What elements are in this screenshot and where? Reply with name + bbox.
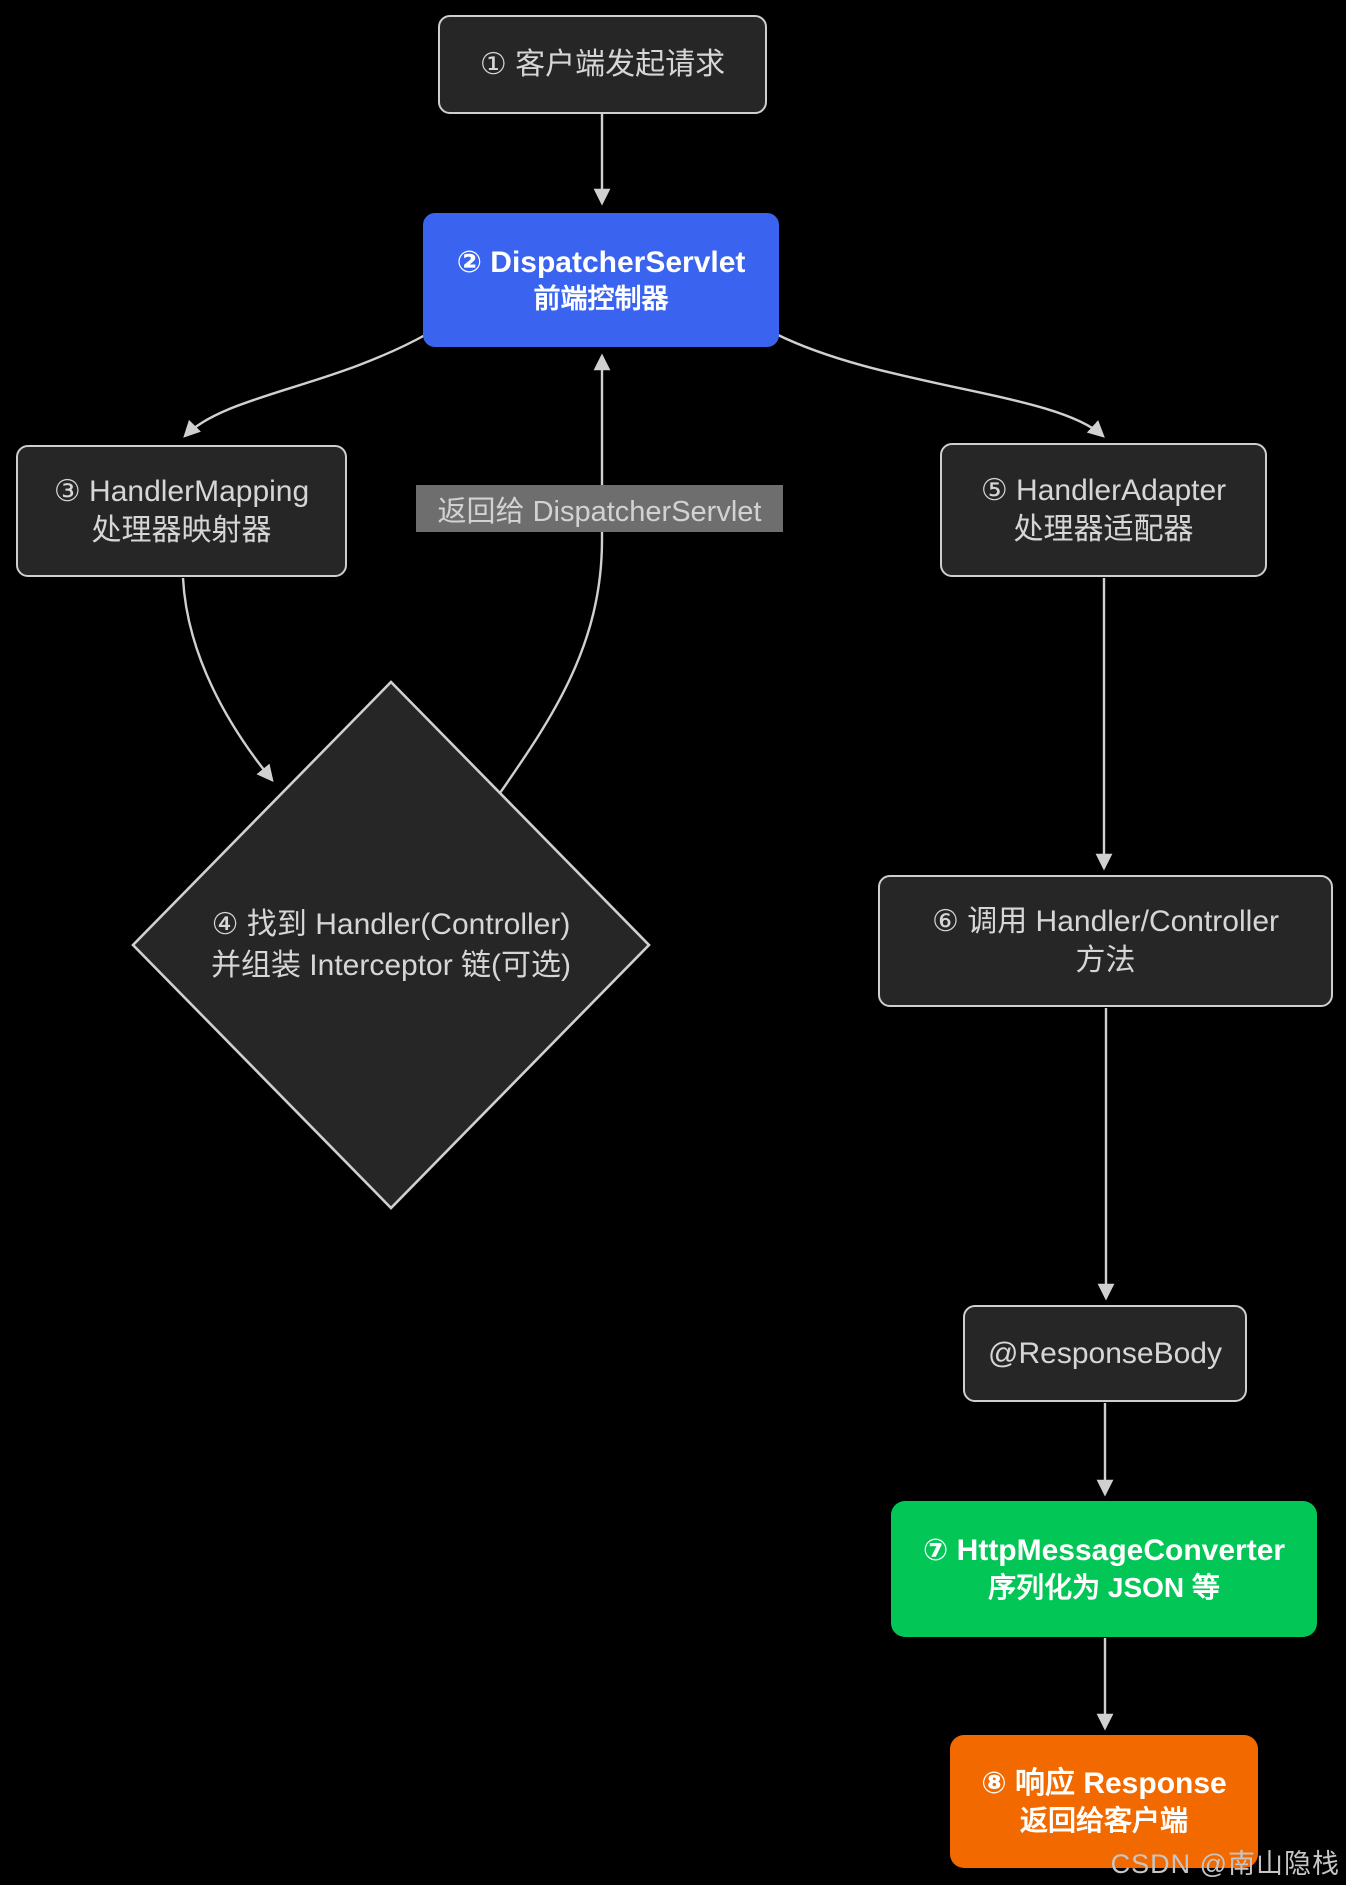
- node-dispatcher-servlet: ② DispatcherServlet 前端控制器: [423, 213, 779, 347]
- node-response-to-client-subtitle: 返回给客户端: [1019, 1804, 1188, 1836]
- node-handler-mapping-title: ③ HandlerMapping: [53, 475, 310, 508]
- node-handler-adapter-subtitle: 处理器适配器: [1013, 513, 1194, 546]
- node-dispatcher-servlet-title: ② DispatcherServlet: [456, 245, 746, 279]
- node-response-to-client-title: ⑧ 响应 Response: [981, 1766, 1227, 1800]
- node-find-handler-subtitle: 并组装 Interceptor 链(可选): [210, 949, 572, 982]
- node-handler-adapter-title: ⑤ HandlerAdapter: [980, 474, 1227, 507]
- node-http-message-converter-subtitle: 序列化为 JSON 等: [988, 1572, 1220, 1604]
- edge-dispatcher-to-handlermapping: [183, 332, 428, 438]
- node-invoke-handler: ⑥ 调用 Handler/Controller 方法: [878, 875, 1333, 1007]
- node-find-handler-title: ④ 找到 Handler(Controller): [211, 907, 571, 941]
- node-response-body: @ResponseBody: [963, 1305, 1247, 1402]
- node-http-message-converter: ⑦ HttpMessageConverter 序列化为 JSON 等: [891, 1501, 1317, 1637]
- node-dispatcher-servlet-subtitle: 前端控制器: [533, 283, 669, 314]
- node-handler-mapping: ③ HandlerMapping 处理器映射器: [16, 445, 347, 577]
- node-response-to-client: ⑧ 响应 Response 返回给客户端: [950, 1735, 1258, 1868]
- edge-dispatcher-to-handleradapter: [775, 332, 1105, 438]
- edge-handlermapping-to-diamond: [181, 577, 274, 782]
- edge-diamond-to-dispatcher: [499, 353, 611, 794]
- node-response-body-label: @ResponseBody: [988, 1337, 1222, 1370]
- csdn-watermark: CSDN @南山隐栈: [1110, 1849, 1340, 1879]
- node-handler-mapping-subtitle: 处理器映射器: [91, 514, 272, 547]
- node-http-message-converter-title: ⑦ HttpMessageConverter: [922, 1534, 1286, 1568]
- node-invoke-handler-title: ⑥ 调用 Handler/Controller: [931, 905, 1279, 938]
- edge-label-return-to-dispatcher: 返回给 DispatcherServlet: [416, 485, 783, 532]
- node-find-handler: ④ 找到 Handler(Controller) 并组装 Interceptor…: [131, 870, 651, 1020]
- node-client-request-label: ① 客户端发起请求: [479, 48, 726, 81]
- diamond-find-handler-shape: [131, 680, 651, 1210]
- node-invoke-handler-subtitle: 方法: [1075, 944, 1136, 977]
- node-client-request: ① 客户端发起请求: [438, 15, 767, 114]
- node-handler-adapter: ⑤ HandlerAdapter 处理器适配器: [940, 443, 1267, 577]
